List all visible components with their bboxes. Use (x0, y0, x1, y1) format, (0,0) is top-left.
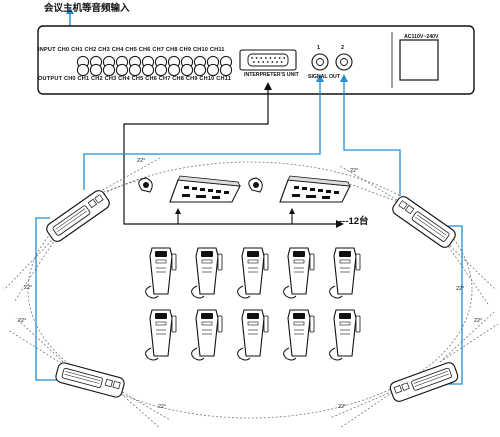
radiator-bottom-right (389, 362, 459, 402)
signal-cable-left (83, 80, 321, 190)
angle-label: 22° (474, 318, 483, 324)
daisy-chain-right (444, 225, 463, 385)
output-jack-ch11 (219, 63, 233, 77)
interpreter-unit-1 (138, 175, 241, 203)
angle-label: 22° (137, 158, 146, 164)
receiver-r2-c4 (283, 309, 315, 361)
angle-label: 22° (338, 404, 347, 410)
output-jack-ch3 (115, 63, 129, 77)
interpreter-cable-arrowhead (264, 82, 272, 90)
output-jack-ch7 (167, 63, 181, 77)
angle-label: 22° (158, 404, 167, 410)
receiver-r2-c1 (145, 309, 177, 361)
daisy-chain-left (35, 217, 60, 381)
output-jack-ch6 (154, 63, 168, 77)
receiver-count-label: ---12台 (339, 216, 369, 227)
receiver-r1-c4 (283, 247, 315, 299)
pin (251, 57, 253, 59)
angle-label: 22° (18, 318, 27, 324)
audio-input-arrowhead (66, 7, 74, 14)
interpreter-cable (123, 88, 336, 225)
drop-arrow-2 (289, 208, 295, 214)
signal-cable-right-arrowhead (340, 74, 348, 82)
output-jack-ch1 (89, 63, 103, 77)
pin (274, 57, 276, 59)
receiver-r1-c1 (145, 247, 177, 299)
radiator-top-left (46, 190, 110, 242)
pin (276, 61, 278, 63)
receiver-r1-c2 (191, 247, 223, 299)
pin (255, 57, 258, 59)
pin (278, 57, 281, 59)
channel-jacks (76, 55, 233, 77)
signal-cable-left-arrowhead (316, 74, 324, 82)
pin (260, 57, 263, 59)
audio-input-title: 会议主机等音频输入 (44, 3, 130, 14)
connector-pins (251, 57, 286, 63)
receiver-r2-c5 (329, 309, 361, 361)
pin (266, 61, 269, 63)
connector-1-label: 1 (317, 45, 321, 51)
signal-cable-right (343, 80, 401, 196)
pin (262, 61, 265, 63)
signal-out-2-core (340, 58, 348, 66)
power-label: AC110V~240V (404, 34, 439, 40)
interpreter-unit-label: INTERPRETER'S UNIT (244, 72, 299, 78)
receiver-grid (145, 247, 361, 361)
output-channel-labels: OUTPUT CH0 CH1 CH2 CH3 CH4 CH5 CH6 CH7 C… (38, 76, 232, 82)
connector-2-label: 2 (341, 45, 345, 51)
output-jack-ch9 (193, 63, 207, 77)
radiator-bottom-left (55, 362, 125, 398)
pin (257, 61, 260, 63)
input-channel-labels: INPUT CH0 CH1 CH2 CH3 CH4 CH5 CH6 CH7 CH… (38, 47, 225, 53)
receiver-r2-c2 (191, 309, 223, 361)
angle-lines (3, 157, 499, 429)
coverage-area (27, 161, 473, 419)
angle-label: 22° (456, 286, 465, 292)
receiver-r1-c5 (329, 247, 361, 299)
output-jack-ch4 (128, 63, 142, 77)
signal-out-label: SIGNAL OUT (308, 74, 340, 80)
power-socket (399, 39, 439, 81)
count-arrowhead (336, 220, 344, 228)
output-jack-ch2 (102, 63, 116, 77)
pin (271, 61, 274, 63)
receiver-r1-c3 (237, 247, 269, 299)
pin (264, 57, 267, 59)
pin (253, 61, 255, 63)
angle-label: 22° (350, 168, 359, 174)
signal-out-1-core (316, 58, 324, 66)
interpreter-connector-inner (247, 53, 289, 67)
pin (280, 61, 283, 63)
receiver-r2-c3 (237, 309, 269, 361)
output-jack-ch5 (141, 63, 155, 77)
pin (283, 57, 286, 59)
output-jack-ch8 (180, 63, 194, 77)
output-jack-ch10 (206, 63, 220, 77)
drop-arrow-1 (175, 208, 181, 214)
radiator-top-right (392, 196, 456, 248)
interpreter-unit-2 (248, 175, 351, 203)
pin (269, 57, 272, 59)
output-jack-ch0 (76, 63, 90, 77)
angle-label: 22° (24, 285, 33, 291)
